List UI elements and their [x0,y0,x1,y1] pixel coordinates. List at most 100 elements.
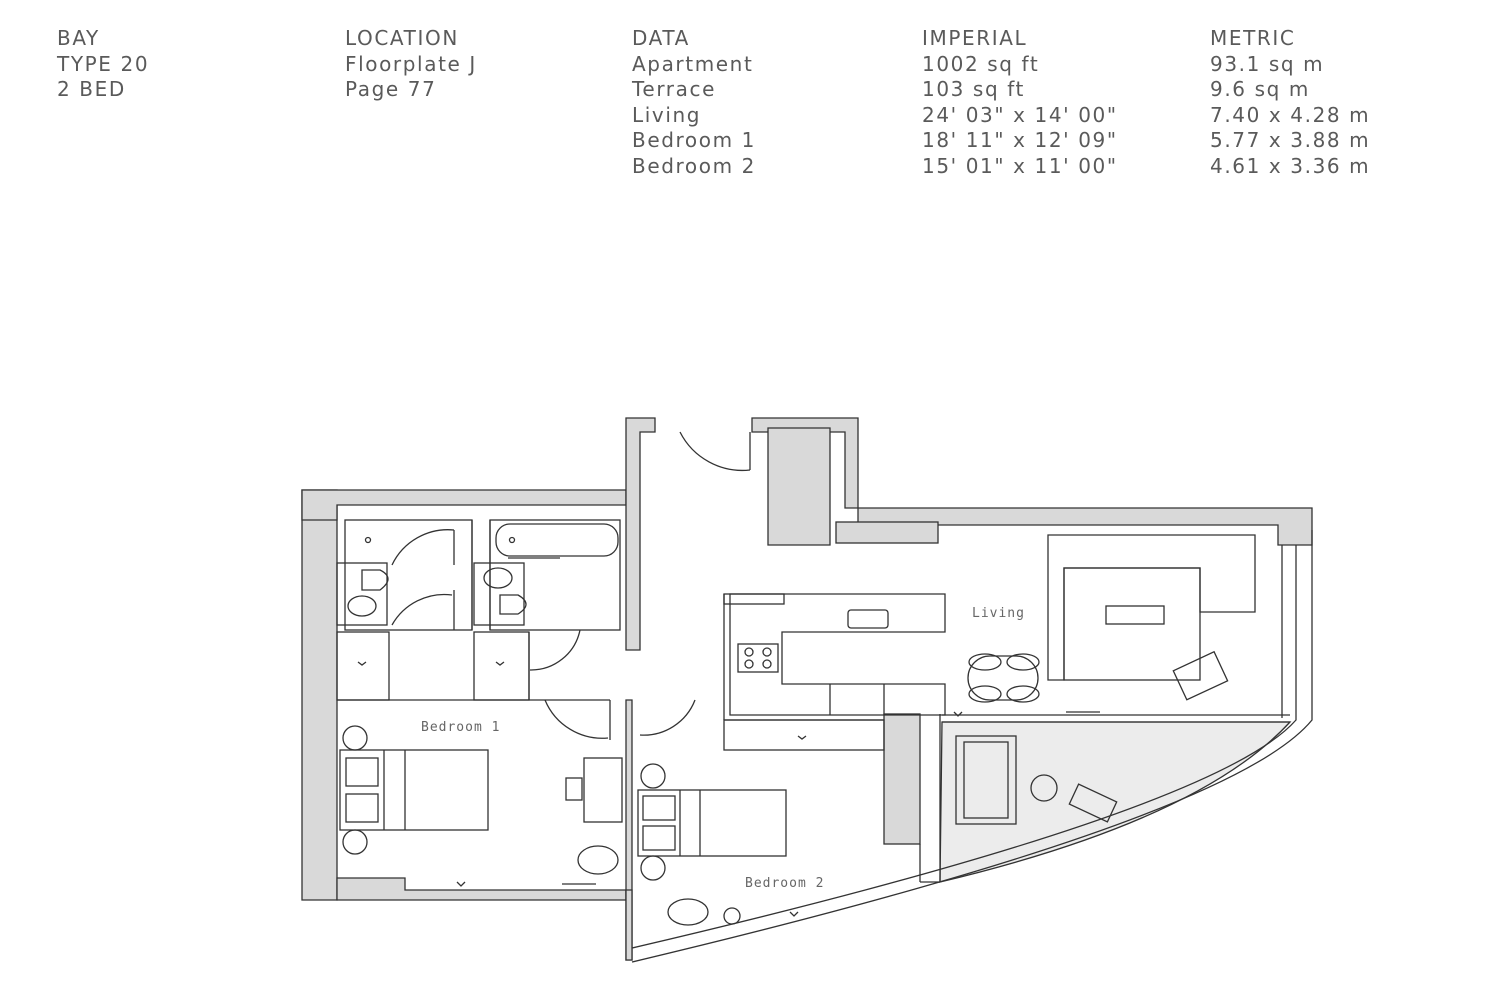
spec-value: Terrace [632,77,716,101]
spec-value: 93.1 sq m [1210,51,1325,76]
terrace-bench [955,735,1017,825]
spec-value: 24' 03" x 14' 00" [922,102,1118,127]
room-label-bedroom-2: Bedroom 2 [745,876,824,891]
spec-value: Apartment [632,51,754,76]
armchair [1172,650,1229,701]
bedside-table [342,829,368,855]
kitchen-sink [847,609,889,629]
terrace-bench-seat [963,741,1009,819]
spec-column-imperial: IMPERIAL 1002 sq ft 103 sq ft 24' 03" x … [922,26,1118,179]
kitchen-counter [723,593,785,605]
dining-chair [1006,653,1040,671]
door-swing [391,593,453,626]
window-marker [789,911,799,917]
dining-chair [968,685,1002,703]
hob-burner [744,647,754,657]
spec-value: 4.61 x 3.36 m [1210,153,1371,178]
toilet [361,569,389,591]
wardrobe-hanger-icon [357,661,367,666]
terrace-lounger [1068,783,1118,823]
terrace-table [1030,774,1058,802]
basin [483,567,513,589]
spec-value: Floorplate J [345,51,477,76]
double-bed [637,789,787,857]
spec-column-type: BAY TYPE 20 2 BED [57,26,149,103]
spec-value: 9.6 sq m [1210,77,1310,101]
spec-value: Bedroom 1 [632,128,756,152]
spec-value: 5.77 x 3.88 m [1210,128,1371,152]
spec-value: TYPE 20 [57,51,150,76]
dining-table [967,655,1039,701]
desk-chair [565,777,583,801]
wall [301,489,627,521]
toilet [499,594,527,615]
spec-header: METRIC [1210,26,1296,50]
spec-value: Page 77 [345,77,437,101]
room-label-living: Living [972,606,1025,621]
spec-value: 7.40 x 4.28 m [1210,102,1371,127]
pillow [345,793,379,823]
wall [835,521,939,544]
sofa [1047,534,1256,681]
utility-cupboard [723,719,885,751]
curved-facade [631,530,1313,963]
basin [347,595,377,617]
spec-column-data: DATA Apartment Terrace Living Bedroom 1 … [632,26,756,179]
wall [336,877,627,901]
wall [767,427,831,546]
spec-column-location: LOCATION Floorplate J Page 77 [345,26,477,103]
bedside-table [342,725,368,751]
spec-header: DATA [632,26,690,50]
armchair [577,845,619,875]
door-swing [544,699,609,739]
spec-header: LOCATION [345,26,459,50]
desk [583,757,623,823]
spec-value: Living [632,102,702,127]
hob-burner [762,647,772,657]
double-bed [339,749,489,831]
hob [737,643,779,673]
vanity [473,562,525,626]
spec-value: 18' 11" x 12' 09" [922,128,1118,152]
bathtub [495,523,619,557]
armchair [667,898,709,926]
rug [1063,567,1201,681]
pillow [642,825,676,851]
spec-value: 103 sq ft [922,77,1025,101]
wall [625,889,633,961]
spec-value: Bedroom 2 [632,153,756,178]
wardrobe [336,631,390,701]
bedside-table [640,763,666,789]
dining-chair [968,653,1002,671]
pillow [345,757,379,787]
entrance-door-swing [679,431,751,472]
spec-header: IMPERIAL [922,26,1028,50]
spec-value: 1002 sq ft [922,51,1040,76]
window-marker [456,881,466,887]
kitchen-island [729,593,946,716]
door-swing [639,699,696,736]
side-table [723,907,741,925]
terrace-area [939,721,1292,883]
vanity [336,562,388,626]
window-marker [953,711,963,717]
basin-tap [508,536,516,544]
door-swing [391,529,455,566]
door-swing [529,629,581,671]
pillow [642,795,676,821]
ensuite-bathroom [344,519,473,631]
wardrobe [473,631,530,701]
hob-burner [762,659,772,669]
wall [883,713,921,845]
dining-chair [1006,685,1040,703]
basin-tap [364,536,372,544]
wardrobe-hanger-icon [495,661,505,666]
wall [625,417,656,651]
bedside-table [640,855,666,881]
spec-value: 2 BED [57,77,126,101]
room-label-bedroom-1: Bedroom 1 [421,720,500,735]
wardrobe-hanger-icon [797,735,807,740]
wall [301,489,338,901]
spec-column-metric: METRIC 93.1 sq m 9.6 sq m 7.40 x 4.28 m … [1210,26,1370,179]
